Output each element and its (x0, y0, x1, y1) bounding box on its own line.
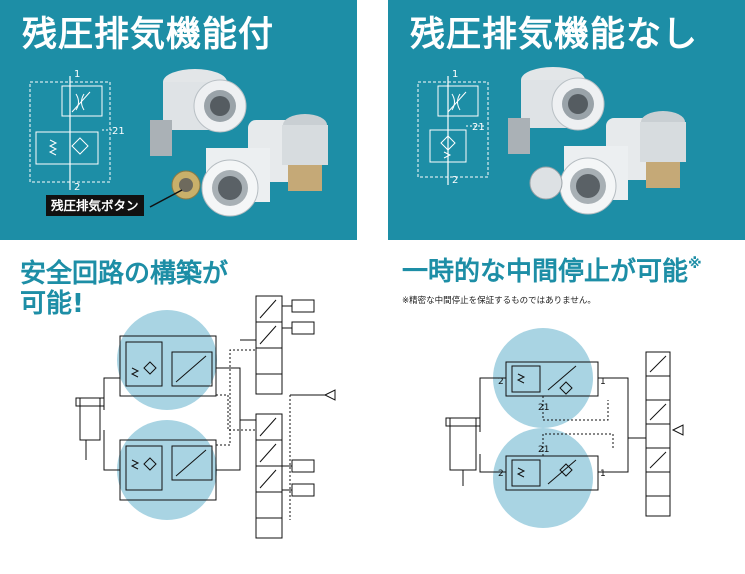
right-product-image (508, 67, 686, 215)
left-heading-line1: 安全回路の構築が (20, 259, 229, 289)
left-title: 残圧排気機能付 (22, 15, 275, 55)
right-circle-bottom (493, 428, 593, 528)
exhaust-button-callout: 残圧排気ボタン (46, 195, 144, 216)
right-symbol-and-product: 1 21 2 (417, 67, 686, 215)
left-circle-bottom (117, 420, 217, 520)
left-symbol-and-product: 1 21 2 (29, 69, 328, 217)
right-circuit-label-bottom-21: 21 (538, 445, 549, 455)
right-title: 残圧排気機能なし (410, 15, 699, 55)
left-panel: 残圧排気機能付 1 21 2 (0, 0, 357, 574)
right-circuit-label-top-1: 1 (600, 377, 606, 387)
right-circuit-label-top-2: 2 (498, 377, 504, 387)
right-heading-mark: ※ (688, 256, 702, 272)
right-port-21: 21 (472, 122, 485, 133)
right-circuit-label-bottom-1: 1 (600, 469, 606, 479)
callout-leader (149, 189, 183, 208)
right-port-1: 1 (452, 69, 458, 80)
right-circuit-label-top-21: 21 (538, 403, 549, 413)
left-port-2: 2 (74, 182, 80, 193)
left-port-21: 21 (112, 126, 125, 137)
left-heading-line2: 可能! (20, 289, 84, 319)
left-port-1: 1 (74, 69, 80, 80)
right-port-2: 2 (452, 175, 458, 186)
left-circle-top (117, 310, 217, 410)
left-product-image (150, 69, 328, 217)
right-footnote: ※精密な中間停止を保証するものではありません。 (402, 296, 596, 306)
right-circuit-label-bottom-2: 2 (498, 469, 504, 479)
right-heading-text: 一時的な中間停止が可能 (402, 257, 689, 287)
right-heading: 一時的な中間停止が可能※ (402, 256, 702, 289)
right-panel: 残圧排気機能なし 1 21 2 一 (388, 0, 745, 574)
right-circle-top (493, 328, 593, 428)
